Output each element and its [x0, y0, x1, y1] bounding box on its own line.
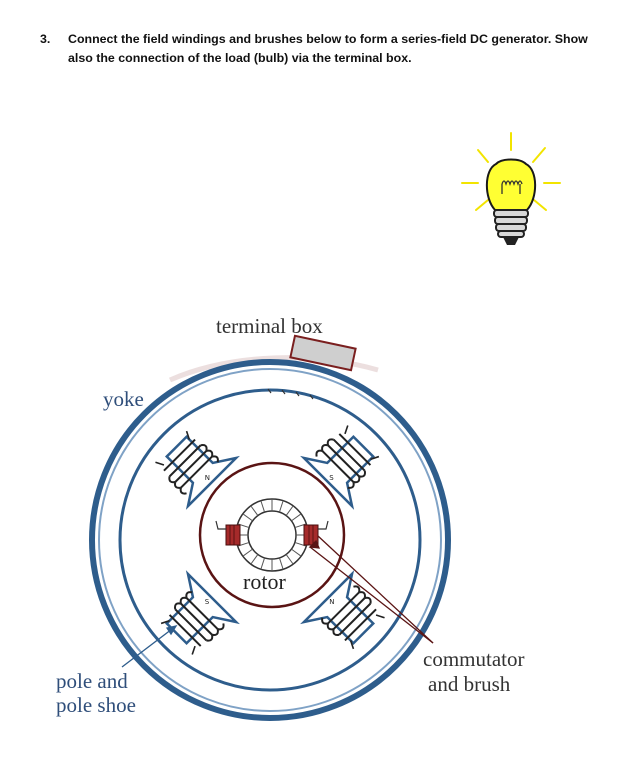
pole-polarity-label: N [329, 598, 334, 606]
rotor [198, 461, 346, 609]
poles: N S S N [155, 425, 385, 655]
pole-label-line1: pole and [56, 669, 128, 693]
bulb-base [493, 209, 529, 245]
yoke [89, 359, 451, 721]
pole-4: N [300, 570, 385, 650]
bulb-filament [501, 180, 523, 194]
pole-1: N [155, 430, 240, 510]
brush-left [215, 520, 241, 546]
yoke-label: yoke [103, 387, 144, 411]
commutator [235, 498, 309, 572]
pole-pointer [121, 625, 178, 668]
bulb-glass [485, 158, 537, 211]
pole-polarity-label: S [205, 598, 210, 606]
brush-right [303, 520, 329, 546]
pole-label-line2: pole shoe [56, 693, 136, 717]
commutator-pointer [308, 535, 434, 644]
bulb-rays [461, 132, 561, 211]
pole-polarity-label: S [329, 474, 334, 482]
commutator-label-line2: and brush [428, 672, 511, 696]
commutator-label-line1: commutator [423, 647, 524, 671]
question-text: Connect the field windings and brushes b… [68, 32, 588, 65]
terminal-box-label: terminal box [216, 314, 323, 338]
pole-polarity-label: N [205, 474, 210, 482]
pole-2: S [300, 425, 380, 510]
rotor-label: rotor [243, 569, 286, 594]
question-number: 3. [40, 32, 51, 46]
pole-3: S [160, 570, 240, 655]
question: 3. Connect the field windings and brushe… [40, 30, 615, 68]
terminal-box [289, 334, 357, 372]
light-bulb-icon [461, 132, 561, 245]
terminal-marks [267, 388, 314, 400]
